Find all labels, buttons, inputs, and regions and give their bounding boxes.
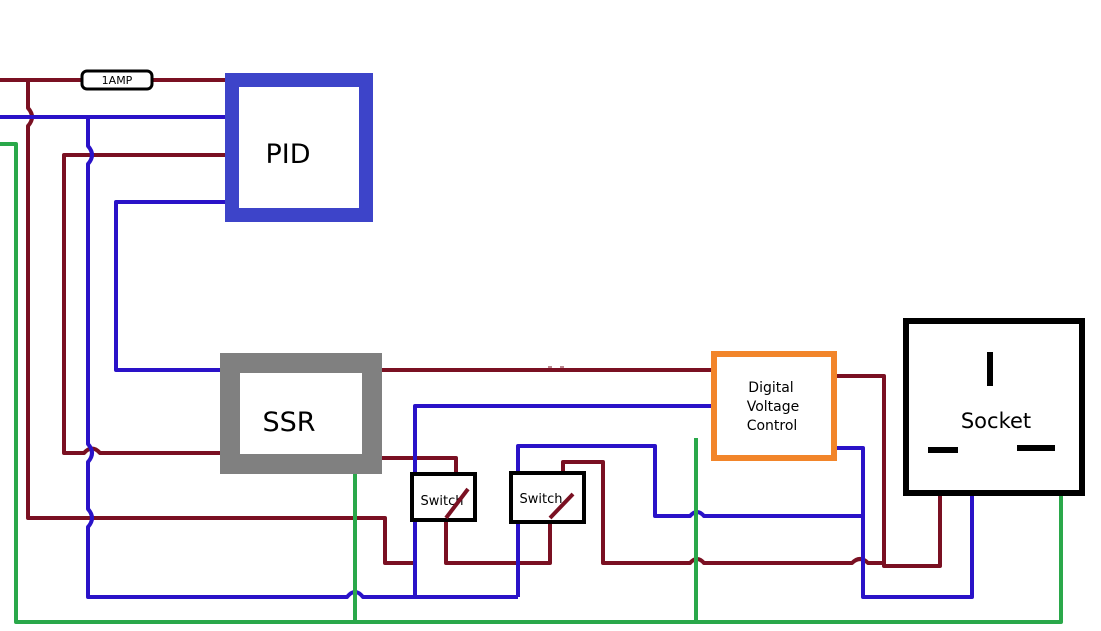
ssr-label: SSR [262,407,315,438]
fuse: 1AMP [80,69,154,91]
neutral-main-return [86,117,518,599]
switch-1-label: Switch [421,494,464,509]
ssr-box-frame [220,353,382,474]
switch-1-frame [410,472,477,522]
digital-voltage-control-box: Digital Voltage Control [711,351,837,461]
switch-2-frame [509,471,586,524]
dvc-box-frame [711,351,837,461]
pid-box-frame [225,73,373,222]
neutral-pid-to-ssr [114,200,228,372]
switch-1: Switch [410,472,477,522]
live-dvc-out-to-socket [834,374,942,568]
live-branch-to-switch1 [26,80,415,565]
pid-label: PID [265,139,310,170]
switch-2-label: Switch [520,492,563,507]
neutral-dvc-out [834,446,865,516]
live-switch2-to-socket [561,460,885,565]
earth-wires [0,142,1063,624]
socket-frame [903,318,1085,496]
fuse-label: 1AMP [102,74,133,87]
socket: Socket [903,318,1085,496]
dvc-label-line1: Digital [748,380,793,396]
pid-box: PID [225,73,373,222]
switch-2: Switch [509,471,586,524]
switch-2-contact [548,492,575,520]
dvc-label-line3: Control [747,418,798,434]
socket-label: Socket [961,409,1031,433]
fuse-body [80,69,154,91]
dvc-label-line2: Voltage [747,399,800,415]
live-wires [0,78,942,568]
earth-main [0,142,1063,624]
switch-1-contact [444,487,470,520]
live-ssr-to-switch1 [378,456,458,478]
neutral-dvc-to-switch1 [413,404,712,597]
ssr-box: SSR [220,353,382,474]
